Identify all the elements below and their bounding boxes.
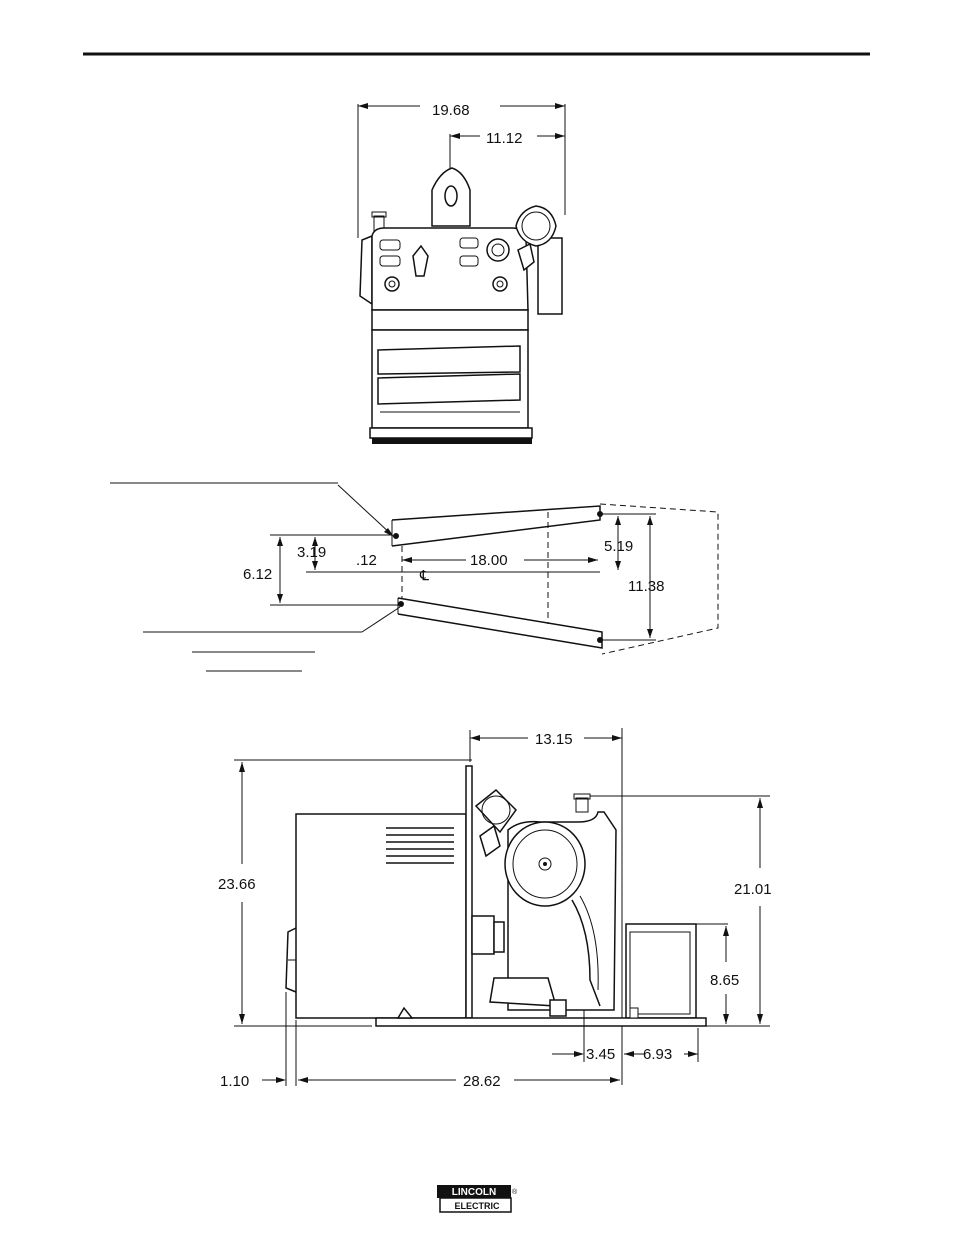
dim-mount-small-right: 5.19 <box>604 538 633 555</box>
dim-side-height: 21.01 <box>734 881 772 898</box>
fuel-tank <box>626 924 696 1018</box>
side-skid-base <box>376 1018 706 1026</box>
front-view: 19.68 11.12 <box>358 102 565 444</box>
dim-mount-length: 18.00 <box>470 552 508 569</box>
dim-side-small-offset: 3.45 <box>586 1046 615 1063</box>
logo-line2: ELECTRIC <box>455 1201 501 1211</box>
side-enclosure <box>296 814 466 1018</box>
dim-side-overall-height: 23.66 <box>218 876 256 893</box>
dim-side-left-offset: 1.10 <box>220 1073 249 1090</box>
mount-rail-lower <box>398 598 602 648</box>
logo-line1: LINCOLN <box>452 1187 496 1198</box>
dim-side-length: 28.62 <box>463 1073 501 1090</box>
dim-front-lift-offset: 11.12 <box>486 130 522 147</box>
dim-mount-small: 3.19 <box>297 544 326 561</box>
dim-side-tank-height: 8.65 <box>710 972 739 989</box>
dim-mount-edge: .12 <box>356 552 377 569</box>
lift-bail <box>432 168 470 226</box>
mount-rail-upper <box>392 506 600 546</box>
side-view: 13.15 23.66 <box>218 728 772 1090</box>
front-skid-base <box>370 428 532 438</box>
dim-front-width: 19.68 <box>432 102 470 119</box>
dim-side-tank-offset: 6.93 <box>643 1046 672 1063</box>
dim-mount-width-right: 11.38 <box>628 578 664 595</box>
logo-registered-mark: ® <box>512 1188 518 1196</box>
dim-mount-half: 6.12 <box>243 566 272 583</box>
mounting-plan: 3.19 6.12 .12 18.00 ℄ 5.19 11.38 <box>110 483 718 671</box>
lincoln-electric-logo: LINCOLN ELECTRIC ® <box>437 1185 518 1212</box>
dim-side-top: 13.15 <box>535 731 573 748</box>
centerline-symbol: ℄ <box>419 567 429 583</box>
